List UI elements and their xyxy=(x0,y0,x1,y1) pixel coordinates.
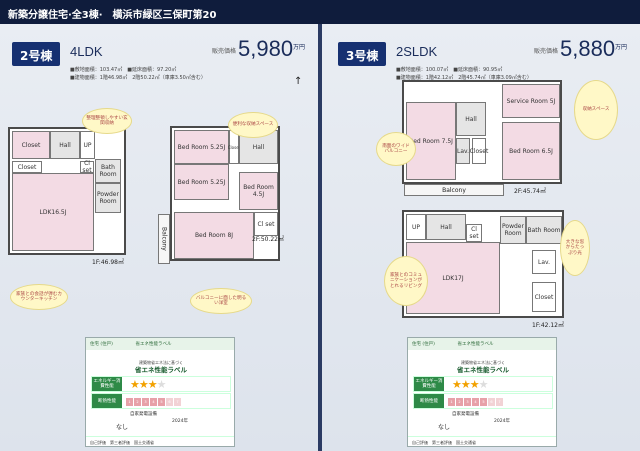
specs: ■敷地面積：103.47㎡ ■延床面積：97.20㎡ ■建物面積：1階46.98… xyxy=(70,67,206,81)
room: Hall xyxy=(456,102,486,136)
layout-type: 4LDK xyxy=(70,44,103,59)
room: Powder Room xyxy=(95,183,121,213)
room: Bed Room 8J xyxy=(174,212,254,259)
room: Service Room 5J xyxy=(502,84,560,118)
feature-note: 大きな窓からたっぷり光 xyxy=(560,220,590,276)
room: UP xyxy=(406,214,426,240)
room: Bed Room 6.5J xyxy=(502,122,560,180)
room: Closet xyxy=(12,131,50,159)
energy-row: エネルギー消費性能 ★★★★ xyxy=(91,376,231,392)
room: LDK16.5J xyxy=(12,173,94,251)
compass-icon: ↑ xyxy=(294,76,303,87)
solar-value: なし xyxy=(438,424,451,431)
feature-note: 家族とのコミュニケーションがとれるリビング xyxy=(384,256,428,306)
energy-label-card: 住宅 (住戸) 省エネ性能ラベル 建築物省エネ法に基づく 省エネ性能ラベル エネ… xyxy=(407,337,557,447)
room: Bed Room 5.25J xyxy=(174,164,229,200)
house-badge: 3号棟 xyxy=(338,42,387,66)
room: Bed Room 7.5J xyxy=(406,102,456,180)
price: 5,980 xyxy=(238,36,294,61)
room: Bath Room xyxy=(526,216,562,244)
house-3-panel: 3号棟 2SLDK 販売価格 5,880 万円 ■敷地面積：100.07㎡ ■延… xyxy=(322,24,640,451)
label-title: 省エネ性能ラベル xyxy=(457,366,509,374)
room: Cl set xyxy=(254,212,278,236)
specs: ■敷地面積：100.07㎡ ■延床面積：90.95㎡ ■建物面積：1階42.12… xyxy=(396,67,532,81)
room: Lav. xyxy=(456,138,470,164)
feature-note: 南面のワイドバルコニー xyxy=(376,132,416,166)
label-foot: 自己評価 第三者評価 国土交通省 xyxy=(408,436,556,446)
panel-divider xyxy=(318,24,322,451)
balcony: Balcony xyxy=(158,214,170,264)
checkbox-text: 2024年 xyxy=(172,419,188,424)
room: Bed Room 4.5J xyxy=(239,172,278,210)
room: Lav. xyxy=(532,250,556,274)
star-rating: ★★★★ xyxy=(130,378,166,391)
energy-label-card: 住宅 (住戸) 省エネ性能ラベル 建築物省エネ法に基づく 省エネ性能ラベル エネ… xyxy=(85,337,235,447)
label-top: 住宅 (住戸) 省エネ性能ラベル xyxy=(408,338,556,350)
label-sub: 建築物省エネ法に基づく xyxy=(461,360,505,365)
label-top: 住宅 (住戸) 省エネ性能ラベル xyxy=(86,338,234,350)
room: Closet xyxy=(12,161,42,173)
feature-note: 収納スペース xyxy=(574,80,618,140)
room: Powder Room xyxy=(500,216,526,244)
room: UP xyxy=(80,131,95,159)
floor-plan-1f: Closet Hall UP Bath Room Closet LDK16.5J… xyxy=(8,127,126,255)
checkbox-text: 2024年 xyxy=(494,419,510,424)
price-unit: 万円 xyxy=(615,44,628,51)
room: Cl set xyxy=(80,160,94,174)
room: Hall xyxy=(426,214,466,240)
room: Hall xyxy=(50,131,80,159)
star-rating: ★★★★ xyxy=(452,378,488,391)
floor-area-1f: 1F:42.12㎡ xyxy=(532,322,565,329)
house-2-panel: 2号棟 4LDK 販売価格 5,980 万円 ■敷地面積：103.47㎡ ■延床… xyxy=(0,24,318,451)
balcony: Balcony xyxy=(404,184,504,196)
room: Bath Room xyxy=(95,159,121,183)
header-title: 新築分譲住宅·全3棟· 横浜市緑区三保町第20 xyxy=(0,0,640,24)
feature-note: 家族との会話が弾むカウンターキッチン xyxy=(10,284,68,310)
house-badge: 2号棟 xyxy=(12,42,61,66)
floor-area-2f: 2F:50.22㎡ xyxy=(252,236,285,243)
price-unit: 万円 xyxy=(293,44,306,51)
feature-note: 整理整頓しやすい玄関収納 xyxy=(82,108,132,134)
label-title: 省エネ性能ラベル xyxy=(135,366,187,374)
floor-plan-1f: UP Hall Cl set Powder Room Bath Room LDK… xyxy=(402,210,564,318)
feature-note: 便利な収納スペース xyxy=(228,112,278,138)
floor-area-1f: 1F:46.98㎡ xyxy=(92,259,125,266)
label-sub: 建築物省エネ法に基づく xyxy=(139,360,183,365)
room: Closet xyxy=(470,138,488,164)
solar-label: 自家発電設備 xyxy=(452,412,479,417)
solar-label: 自家発電設備 xyxy=(130,412,157,417)
solar-value: なし xyxy=(116,424,129,431)
label-foot: 自己評価 第三者評価 国土交通省 xyxy=(86,436,234,446)
price-label: 販売価格 xyxy=(534,48,559,55)
layout-type: 2SLDK xyxy=(396,44,438,59)
room: Bed Room 5.25J xyxy=(174,130,229,164)
floor-plan-2f: Service Room 5J Bed Room 7.5J Hall Lav. … xyxy=(402,80,562,184)
room: Cl set xyxy=(466,224,482,242)
price-label: 販売価格 xyxy=(212,48,237,55)
floor-area-2f: 2F:45.74㎡ xyxy=(514,188,547,195)
feature-note: バルコニーに面した明るい洋室 xyxy=(190,288,252,314)
energy-row: エネルギー消費性能 ★★★★ xyxy=(413,376,553,392)
room: Closet xyxy=(532,282,556,312)
price: 5,880 xyxy=(560,36,616,61)
